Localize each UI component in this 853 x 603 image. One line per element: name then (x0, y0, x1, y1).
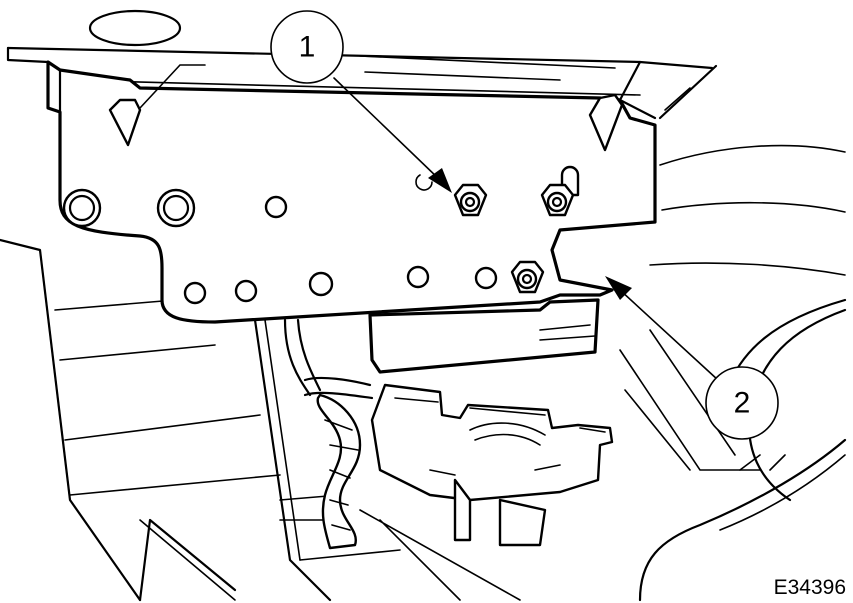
callout-circle-1 (270, 10, 344, 84)
leader-line-2 (619, 289, 719, 381)
bracket-hole (406, 265, 430, 289)
locating-tab-right (588, 93, 624, 152)
upper-panel-edge (6, 46, 714, 70)
bracket-hole (234, 279, 258, 303)
bracket-hole (474, 266, 498, 290)
callout-circle-2 (705, 366, 779, 440)
harness-twisted (316, 393, 362, 550)
arrowhead-1 (428, 168, 452, 193)
bracket-hole (308, 271, 334, 297)
control-module (368, 298, 614, 547)
nut-lower-right (510, 260, 545, 294)
leader-line-1 (333, 77, 441, 181)
retaining-nuts (453, 183, 575, 294)
electrical-connector (370, 383, 614, 502)
callout-label-1: 1 (299, 31, 316, 64)
mounting-bracket (46, 60, 657, 324)
nut-upper-center (453, 183, 488, 217)
figure-reference: E34396 (774, 576, 846, 599)
callout-label-2: 2 (734, 387, 751, 420)
wiring-harness (283, 318, 374, 550)
bracket-hole (264, 195, 288, 219)
top-grommet-oval (88, 9, 182, 47)
nut-upper-right (540, 183, 575, 217)
arrowhead-2 (605, 276, 632, 300)
background-structure (0, 9, 847, 602)
bracket-hole (183, 281, 207, 305)
module-housing (368, 298, 600, 374)
locating-tab-left (108, 98, 142, 147)
callout-1: 1 (270, 10, 452, 193)
callout-2: 2 (605, 276, 779, 440)
